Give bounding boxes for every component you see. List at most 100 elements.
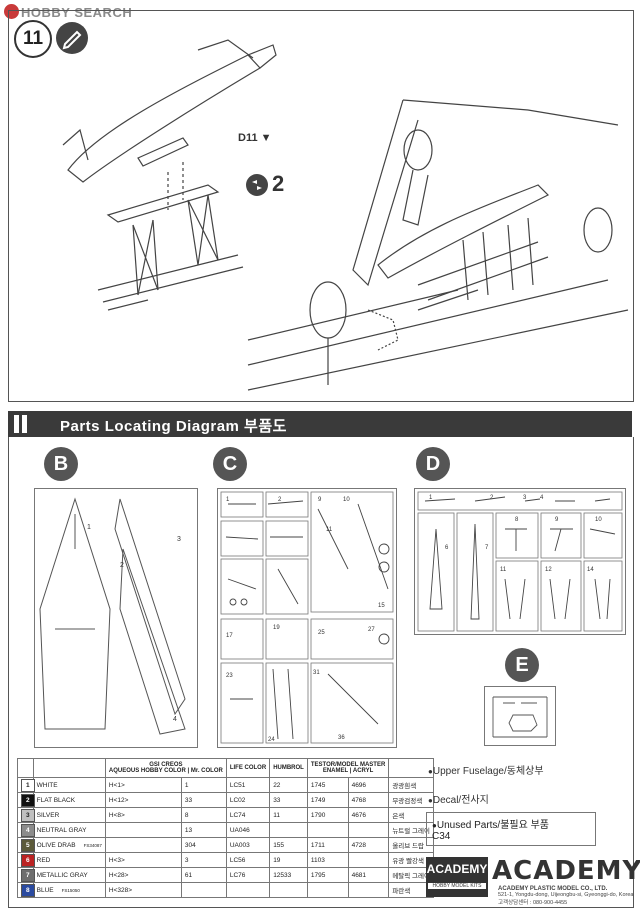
part-b3 (119, 548, 186, 735)
paint-korean: 무광검정색 (388, 792, 434, 808)
part-d2-label: 2 (490, 495, 494, 501)
sprue-b-drawing: 1 2 3 4 (39, 497, 186, 735)
paint-number: 1 (17, 777, 35, 793)
part-d6-label: 6 (445, 545, 449, 551)
paint-humbrol: 155 (269, 837, 308, 853)
parts-locating-header: Parts Locating Diagram 부품도 (8, 411, 632, 437)
part-c24-label: 24 (268, 737, 275, 743)
paint-enamel (306, 882, 349, 898)
part-c11-label: 11 (326, 527, 333, 533)
paint-number-text: 4 (26, 826, 30, 834)
paint-mr-color (180, 882, 227, 898)
part-d1-label: 1 (429, 495, 433, 501)
paint-number: 8 (17, 882, 35, 898)
paint-name-text: RED (36, 856, 51, 864)
paint-acryl: 4768 (347, 792, 390, 808)
sprue-b-frame: 1 2 3 4 (34, 488, 198, 748)
paint-name-text: OLIVE DRAB (36, 841, 76, 849)
rack-left (106, 184, 220, 223)
paint-pencil-icon (56, 22, 88, 54)
company-address-2: 고객상담센터 : 080-900-4455 (498, 900, 568, 906)
paint-triangle-icon: ▼ (260, 132, 272, 144)
paint-acryl: 4681 (347, 867, 390, 883)
part-c9-label: 9 (318, 497, 322, 503)
paint-name: WHITE (32, 777, 106, 793)
sprue-d-drawing: 1 2 3 4 6 7 8 9 10 11 12 14 (417, 491, 623, 632)
paint-number: 7 (17, 867, 35, 883)
part-label-d11: D11 ▼ (238, 132, 272, 144)
part-b4-label: 4 (173, 716, 177, 723)
paint-aqueous: H<328> (104, 882, 182, 898)
part-d7-label: 7 (485, 545, 489, 551)
paint-number: 3 (17, 807, 35, 823)
paint-number-text: 7 (26, 871, 30, 879)
note-upper-fuselage: ●Upper Fuselage/동체상부 (428, 766, 544, 777)
part-c10-label: 10 (343, 497, 350, 503)
sprue-e-drawing (492, 696, 548, 738)
company-name: ACADEMY PLASTIC MODEL CO., LTD. (498, 886, 608, 892)
paint-enamel: 1745 (306, 777, 349, 793)
sprue-c-frame: 1 2 9 10 11 15 17 19 25 27 23 31 24 36 (217, 488, 397, 748)
paint-name-text: FLAT BLACK (36, 796, 76, 804)
part-d12-label: 12 (545, 567, 552, 573)
repeat-count: 2 (272, 171, 285, 196)
sprue-c-drawing: 1 2 9 10 11 15 17 19 25 27 23 31 24 36 (220, 491, 394, 744)
unused-parts-title: ●Unused Parts/불필요 부품 (432, 820, 549, 831)
paint-enamel: 1711 (306, 837, 349, 853)
sprue-badge-e: E (505, 648, 539, 682)
paint-acryl (347, 852, 390, 868)
paint-name-text: SILVER (36, 811, 60, 819)
unused-parts-box: ●Unused Parts/불필요 부품 C34 (426, 812, 596, 846)
header-life: LIFE COLOR (225, 758, 271, 778)
paint-aqueous: H<3> (104, 852, 182, 868)
section-title: Parts Locating Diagram 부품도 (60, 418, 287, 435)
small-pylon (137, 137, 189, 167)
paint-number: 6 (17, 852, 35, 868)
section-bars-icon (14, 415, 32, 433)
paint-mr-color: 61 (180, 867, 227, 883)
paint-number-text: 5 (26, 841, 30, 849)
part-b3-label: 3 (177, 536, 181, 543)
paint-number: 2 (17, 792, 35, 808)
part-d8-label: 8 (515, 517, 519, 523)
paint-number-text: 6 (26, 856, 30, 864)
header-gsi: GSI CREOS AQUEOUS HOBBY COLOR | Mr. COLO… (104, 758, 227, 778)
part-c17-label: 17 (226, 633, 233, 639)
watermark: HOBBY SEARCH (4, 4, 132, 20)
repeat-arrows-icon (246, 174, 268, 196)
paint-korean: 파란색 (388, 882, 434, 898)
paint-swatch (21, 853, 35, 867)
paint-number-text: 3 (26, 811, 30, 819)
paint-number-text: 2 (26, 796, 30, 804)
paint-fs-code: FS15050 (61, 887, 80, 893)
part-d9-label: 9 (555, 517, 559, 523)
paint-life-color: LC76 (225, 867, 271, 883)
paint-life-color: LC74 (225, 807, 271, 823)
company-info: ACADEMY PLASTIC MODEL CO., LTD. 521-1, Y… (498, 886, 633, 906)
bomb-fin-bottom (62, 128, 89, 161)
paint-name: NEUTRAL GRAY (32, 822, 106, 838)
header-testor: TESTOR/MODEL MASTER ENAMEL | ACRYL (306, 758, 390, 778)
paint-name-text: NEUTRAL GRAY (36, 826, 87, 834)
part-label-d11-text: D11 (238, 132, 258, 144)
paint-mr-color: 3 (180, 852, 227, 868)
bomb-fin-top (197, 39, 254, 59)
hobbysearch-logo-icon (4, 4, 19, 19)
paint-swatch (21, 808, 35, 822)
paint-reference-table: GSI CREOS AQUEOUS HOBBY COLOR | Mr. COLO… (17, 758, 434, 898)
paint-aqueous: H<1> (104, 777, 182, 793)
paint-name-text: WHITE (36, 781, 58, 789)
paint-humbrol (269, 822, 308, 838)
part-c15-label: 15 (378, 603, 385, 609)
part-b1 (39, 497, 111, 730)
bomb-nose (247, 44, 277, 69)
academy-wordmark: ACADEMY (492, 856, 640, 886)
paint-humbrol (269, 882, 308, 898)
paint-acryl: 4676 (347, 807, 390, 823)
